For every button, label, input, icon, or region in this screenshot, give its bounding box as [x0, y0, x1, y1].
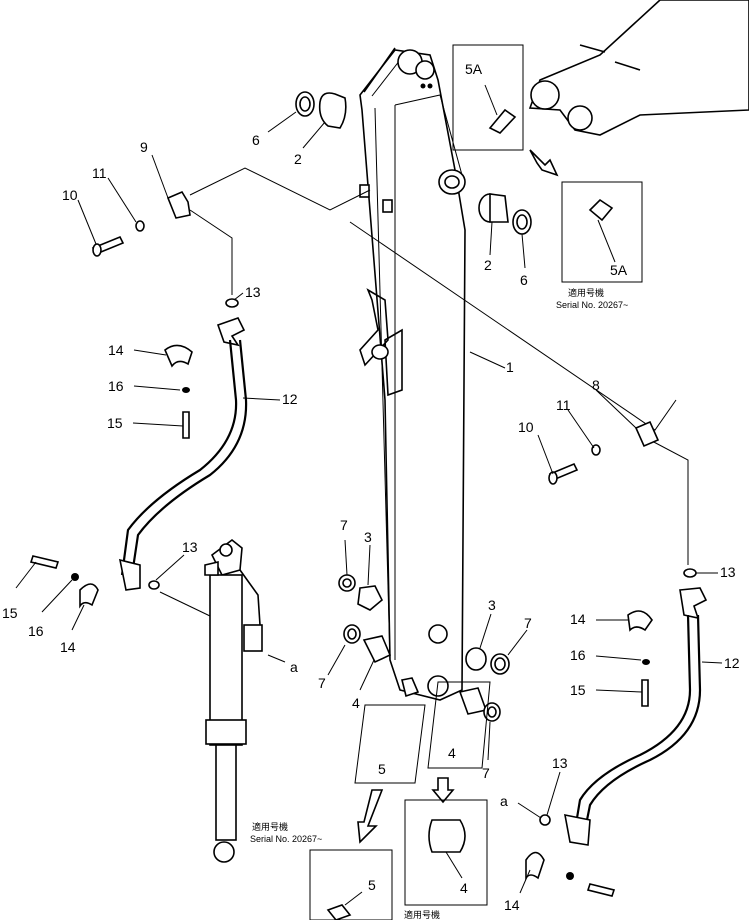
boom-reference — [528, 0, 749, 136]
callout-14: 14 — [504, 897, 520, 913]
callout-6: 6 — [520, 272, 528, 288]
inset-4-slant — [427, 681, 491, 769]
callout-5a: 5A — [465, 61, 483, 77]
bushing-4-detail — [428, 819, 466, 853]
bushing-4-right — [458, 687, 488, 715]
washer-11-left — [135, 220, 145, 232]
bolt-15-lower-right — [586, 883, 616, 897]
bushing-4-left — [362, 635, 392, 664]
callout-8: 8 — [592, 377, 600, 393]
grease-fitting-5 — [401, 677, 420, 698]
callout-7: 7 — [318, 675, 326, 691]
callout-2: 2 — [484, 257, 492, 273]
washer-16-bottom-left — [71, 573, 79, 581]
callout-15: 15 — [107, 415, 123, 431]
callout-1: 1 — [506, 359, 514, 375]
washer-16-right — [642, 659, 650, 665]
arrow-down — [431, 777, 455, 804]
callout-3: 3 — [488, 597, 496, 613]
hose-fitting-right — [679, 587, 708, 620]
callout-14: 14 — [570, 611, 586, 627]
bolt-15-bottom-left — [29, 555, 60, 569]
arm-cylinder — [204, 538, 263, 863]
callout-3: 3 — [364, 529, 372, 545]
callout-9: 9 — [140, 139, 148, 155]
callout-7: 7 — [340, 517, 348, 533]
bolt-15-left — [182, 411, 190, 439]
hose-12-right — [573, 614, 692, 831]
bolt-15-right — [641, 679, 649, 707]
callout-5a: 5A — [610, 262, 628, 278]
callout-a: a — [290, 659, 298, 675]
clamp-14-bottom-left — [79, 583, 99, 609]
bushing-3-right — [465, 647, 487, 671]
callout-7: 7 — [482, 765, 490, 781]
serial-note: Serial No. 20267~ — [556, 300, 628, 310]
grease-fitting-5a — [488, 108, 517, 134]
inset-5a-top — [452, 44, 524, 151]
callout-11: 11 — [92, 165, 107, 181]
callout-13: 13 — [552, 755, 568, 771]
inset-4-bottom — [404, 799, 488, 906]
callout-4: 4 — [460, 880, 468, 896]
washer-16-lower-right — [566, 872, 574, 880]
callout-15: 15 — [2, 605, 18, 621]
callout-11: 11 — [556, 397, 571, 413]
serial-note-jp: 適用号機 — [404, 909, 440, 920]
washer-16-left — [182, 387, 190, 393]
callout-16: 16 — [570, 647, 586, 663]
callout-13: 13 — [720, 564, 736, 580]
oring-13-lower-right — [539, 814, 551, 826]
callout-10: 10 — [62, 187, 78, 203]
serial-note: Serial No. 20267~ — [250, 834, 322, 844]
callout-2: 2 — [294, 151, 302, 167]
bracket-8 — [634, 420, 660, 448]
callout-a: a — [500, 793, 508, 809]
serial-notes: 適用号機 Serial No. 20267~ 適用号機 Serial No. 2… — [250, 287, 628, 920]
callout-14: 14 — [108, 342, 124, 358]
serial-note-jp: 適用号機 — [252, 821, 288, 832]
callout-13: 13 — [182, 539, 198, 555]
callout-12: 12 — [724, 655, 740, 671]
arm-assembly — [359, 47, 466, 701]
hose-fitting-left — [216, 317, 246, 347]
callout-7: 7 — [524, 615, 532, 631]
callout-13: 13 — [245, 284, 261, 300]
serial-note-jp: 適用号機 — [568, 287, 604, 298]
callout-4: 4 — [352, 695, 360, 711]
inset-5a-right — [561, 181, 643, 283]
oring-13-lower-left — [148, 580, 160, 590]
inset-5-bottom — [309, 849, 393, 920]
callout-10: 10 — [518, 419, 534, 435]
clamp-14-right — [627, 610, 653, 632]
bushing-3-left — [357, 585, 383, 611]
callout-15: 15 — [570, 682, 586, 698]
callout-12: 12 — [282, 391, 298, 407]
inset-5-left — [354, 704, 426, 784]
hose-12-left — [120, 339, 238, 576]
bracket-9 — [166, 190, 191, 219]
arrow-down-left — [357, 789, 384, 844]
callout-labels: 1 2 2 3 3 4 4 4 5 5 5A 5A 6 6 7 7 7 7 8 … — [2, 61, 740, 913]
callout-5: 5 — [368, 877, 376, 893]
oring-13-upper-left — [225, 298, 239, 308]
callout-14: 14 — [60, 639, 76, 655]
arrow-down-right — [529, 149, 559, 177]
clamp-14-left — [164, 344, 193, 368]
oring-13-upper-right — [683, 568, 697, 578]
callout-6: 6 — [252, 132, 260, 148]
bushing-2-top — [318, 92, 347, 129]
leader-lines — [15, 154, 723, 894]
leader-8-arm — [349, 221, 677, 431]
callout-16: 16 — [108, 378, 124, 394]
callout-5: 5 — [378, 761, 386, 777]
leader-9-arm — [189, 167, 371, 211]
callout-4: 4 — [448, 745, 456, 761]
callout-16: 16 — [28, 623, 44, 639]
